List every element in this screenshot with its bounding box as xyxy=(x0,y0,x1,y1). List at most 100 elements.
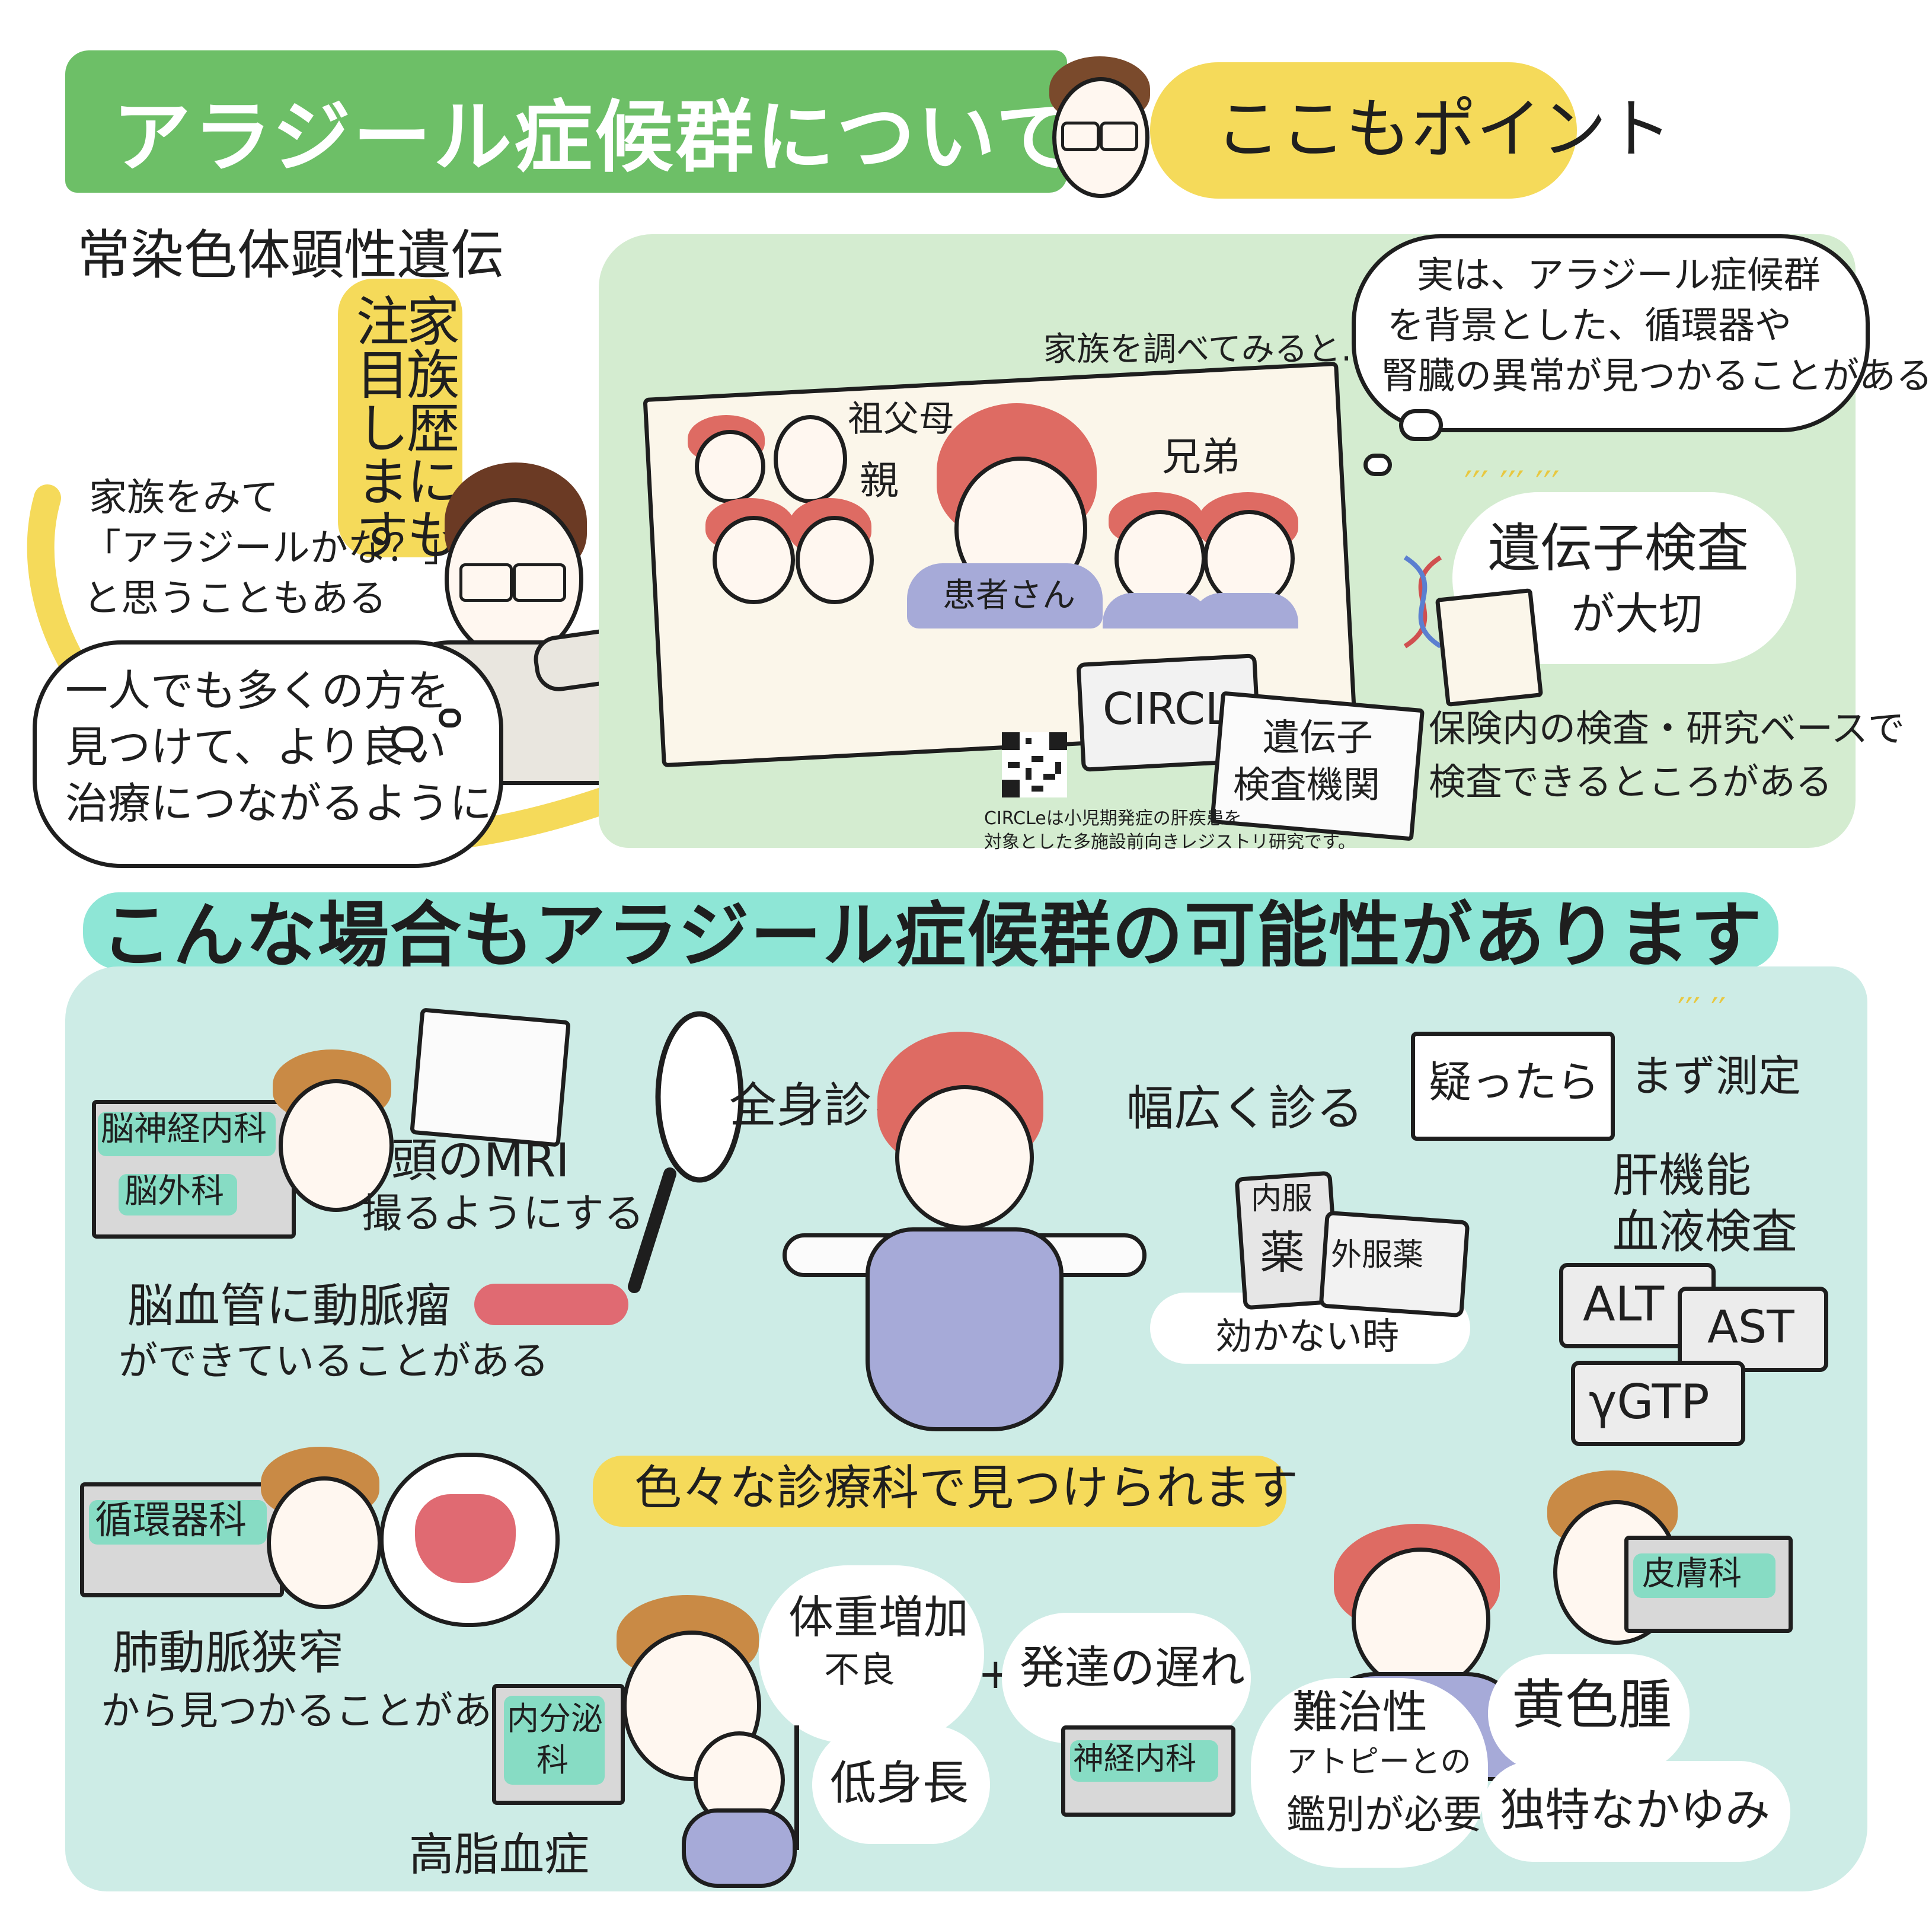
itch-cloud xyxy=(1482,1761,1790,1862)
suspect-label: 疑ったら xyxy=(1429,1057,1600,1107)
doctor-thought-3: と思うこともある xyxy=(83,577,387,621)
departments-banner-text: 色々な診療科で見つけられます xyxy=(634,1460,1298,1516)
lab-note-2: 検査できるところがある xyxy=(1429,760,1832,803)
circle-note-1: CIRCLeは小児期発症の肝疾患を xyxy=(984,808,1242,829)
suspect-bubble xyxy=(1411,1032,1615,1141)
ast-card xyxy=(1678,1287,1828,1372)
endo-dept-highlight xyxy=(504,1696,605,1785)
title-bar xyxy=(65,50,1067,193)
finding-cloud-dot-1 xyxy=(1399,409,1443,441)
lab-label-line-2: 検査機関 xyxy=(1233,763,1381,806)
family-history-line2: 注目します xyxy=(346,293,409,560)
grandmother-face xyxy=(688,415,765,503)
label-siblings: 兄弟 xyxy=(1162,434,1240,480)
hope-cloud-dot-1 xyxy=(391,726,423,752)
label-grandparents: 祖父母 xyxy=(848,398,954,440)
delay-cloud xyxy=(1002,1613,1251,1743)
atopy-line-1: 難治性 xyxy=(1292,1686,1428,1738)
doctor-thought-2: 「アラジールかな？」 xyxy=(83,527,462,570)
broad-label: 幅広く診る xyxy=(1126,1081,1363,1136)
cardio-finding-1: 肺動脈狭窄 xyxy=(113,1626,344,1680)
xanthoma-cloud xyxy=(1488,1654,1690,1773)
inheritance-mode: 常染色体顕性遺伝 xyxy=(77,224,504,286)
ggtp-card xyxy=(1571,1361,1745,1446)
internal-med-1: 内服 xyxy=(1251,1181,1313,1217)
finding-line-3: 腎臓の異常が見つかることがある xyxy=(1381,354,1932,397)
liver-line-2: 血液検査 xyxy=(1612,1205,1798,1259)
neuro-finding-1: 脳血管に動脈瘤 xyxy=(127,1280,452,1333)
magnifier-icon xyxy=(628,1011,744,1293)
page-title: アラジール症候群について xyxy=(113,92,1077,183)
mri-grid-icon xyxy=(410,1007,571,1147)
finding-cloud xyxy=(1352,234,1870,432)
cardio-dept: 循環器科 xyxy=(95,1499,247,1543)
mother-face xyxy=(788,498,874,604)
cardio-doctor-illustration xyxy=(249,1447,391,1636)
neuro-dept-2: 脳外科 xyxy=(124,1172,224,1211)
finding-line-1: 実は、アラジール症候群 xyxy=(1417,253,1821,296)
dna-icon xyxy=(1403,555,1442,649)
growth-line-1: 体重増加 xyxy=(788,1591,969,1644)
no-effect: 効かない時 xyxy=(1215,1315,1400,1358)
cardio-finding-2: から見つかることがある xyxy=(101,1688,531,1734)
neuro-action-1: 頭のMRI xyxy=(391,1134,570,1188)
ast-label: AST xyxy=(1707,1300,1794,1353)
section2-title: こんな場合もアラジール症候群の可能性があります xyxy=(101,895,1763,977)
gene-test-line-1: 遺伝子検査 xyxy=(1488,518,1749,579)
measure-sparkle-icon: ′′′ ′′ xyxy=(1678,991,1726,1030)
neuro-dept-1: 脳神経内科 xyxy=(101,1110,267,1148)
ggtp-label: γGTP xyxy=(1589,1374,1710,1430)
departments-banner xyxy=(593,1456,1286,1527)
atopy-line-2: アトピーとの xyxy=(1286,1744,1471,1780)
circle-note-2: 対象とした多施設前向きレジストリ研究です。 xyxy=(984,832,1356,853)
growth-line-2: 不良 xyxy=(824,1650,895,1691)
aneurysm-icon xyxy=(474,1284,628,1325)
father-face xyxy=(705,498,795,604)
lipid-label: 高脂血症 xyxy=(409,1828,589,1881)
label-patient: 患者さん xyxy=(943,576,1075,615)
short-label: 低身長 xyxy=(830,1757,969,1810)
liver-line-1: 肝機能 xyxy=(1612,1149,1752,1202)
sparkle-icon: ′′′ ′′′ ′′′ xyxy=(1464,464,1560,505)
neuro2-dept: 神経内科 xyxy=(1073,1741,1197,1777)
gene-test-line-2: が大切 xyxy=(1571,589,1703,640)
hope-cloud-dot-2 xyxy=(439,709,461,728)
neuro-doctor-illustration xyxy=(261,1049,403,1227)
measure-first-label: まず測定 xyxy=(1630,1051,1802,1101)
baby-illustration xyxy=(670,1719,800,1888)
heart-icon xyxy=(415,1494,516,1583)
alt-label: ALT xyxy=(1583,1277,1665,1332)
hope-cloud xyxy=(33,640,503,868)
section2-title-strip xyxy=(83,892,1778,969)
lab-label-line-1: 遺伝子 xyxy=(1263,716,1374,759)
patient-body xyxy=(907,563,1103,628)
growth-cloud xyxy=(759,1565,984,1743)
label-parents: 親 xyxy=(860,458,899,503)
host-face-icon xyxy=(1043,56,1156,205)
neuro-action-2: 撮るようにする xyxy=(362,1191,644,1237)
finding-cloud-dot-2 xyxy=(1363,454,1392,476)
qr-code-icon xyxy=(1002,732,1067,797)
heart-thought-cloud xyxy=(379,1453,560,1627)
neuro-dept-highlight-1 xyxy=(98,1112,276,1156)
hope-line-3: 治療につながるように xyxy=(65,779,493,828)
central-child-figure xyxy=(783,1032,1147,1435)
atopy-cloud xyxy=(1251,1678,1488,1868)
short-cloud xyxy=(812,1725,990,1844)
neuro-dept-highlight-2 xyxy=(119,1174,237,1215)
external-med: 外服薬 xyxy=(1331,1237,1424,1273)
hope-line-2: 見つけて、より良い xyxy=(65,722,446,772)
hope-line-1: 一人でも多くの方を xyxy=(65,666,450,716)
delay-label: 発達の遅れ xyxy=(1020,1641,1245,1694)
finding-line-2: を背景とした、循環器や xyxy=(1387,304,1792,347)
clipboard-icon xyxy=(1435,588,1544,707)
endo-dept-2: 科 xyxy=(537,1741,569,1779)
itch-label: 独特なかゆみ xyxy=(1500,1784,1770,1836)
neuro-finding-2: ができていることがある xyxy=(119,1338,549,1384)
internal-med-2: 薬 xyxy=(1260,1226,1305,1279)
derm-dept-highlight xyxy=(1633,1553,1775,1598)
family-history-tag xyxy=(338,279,462,557)
cardio-dept-highlight xyxy=(89,1500,267,1545)
bracket-mark xyxy=(794,1725,799,1850)
point-label-bg xyxy=(1150,62,1577,199)
